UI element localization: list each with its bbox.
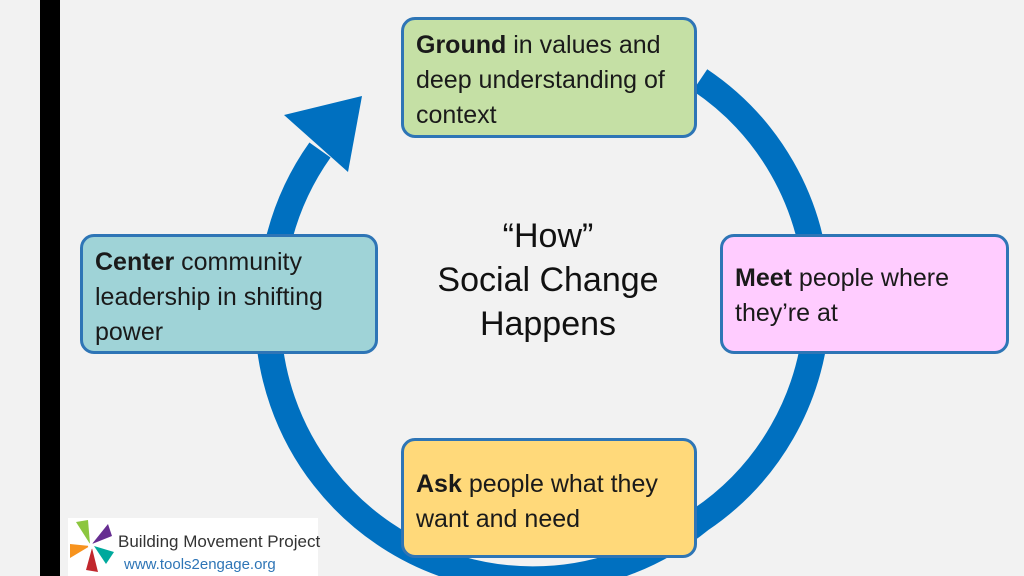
step-keyword: Meet <box>735 264 792 292</box>
logo-center <box>88 543 94 549</box>
step-text: people where they’re at <box>735 264 950 327</box>
logo-petal <box>94 546 114 564</box>
step-keyword: Center <box>95 248 175 276</box>
center-title: “How” Social Change Happens <box>400 214 696 346</box>
organization-url[interactable]: www.tools2engage.org <box>124 556 276 573</box>
step-text: people what they want and need <box>416 470 658 533</box>
logo-petal <box>92 524 112 544</box>
step-box-meet: Meet people where they’re at <box>720 234 1009 354</box>
logo-petal <box>86 548 98 572</box>
footer-logo-area: Building Movement Project www.tools2enga… <box>68 518 321 576</box>
step-box-ask: Ask people what they want and need <box>401 438 697 558</box>
left-accent-bar <box>40 0 60 576</box>
organization-name: Building Movement Project <box>118 532 321 551</box>
center-title-line: Social Change <box>437 261 659 299</box>
step-keyword: Ask <box>416 470 462 498</box>
center-title-line: Happens <box>479 305 617 343</box>
step-text: in values and deep understanding of cont… <box>416 31 665 129</box>
logo-petal <box>76 520 90 544</box>
step-box-center: Center community leadership in shifting … <box>80 234 378 354</box>
logo-petal <box>70 544 90 558</box>
step-text: community leadership in shifting power <box>95 248 323 346</box>
cycle-arrowhead <box>284 96 362 172</box>
step-box-ground: Ground in values and deep understanding … <box>401 17 697 138</box>
step-keyword: Ground <box>416 31 507 59</box>
center-title-line: “How” <box>502 217 594 255</box>
pinwheel-logo-icon <box>70 520 114 572</box>
